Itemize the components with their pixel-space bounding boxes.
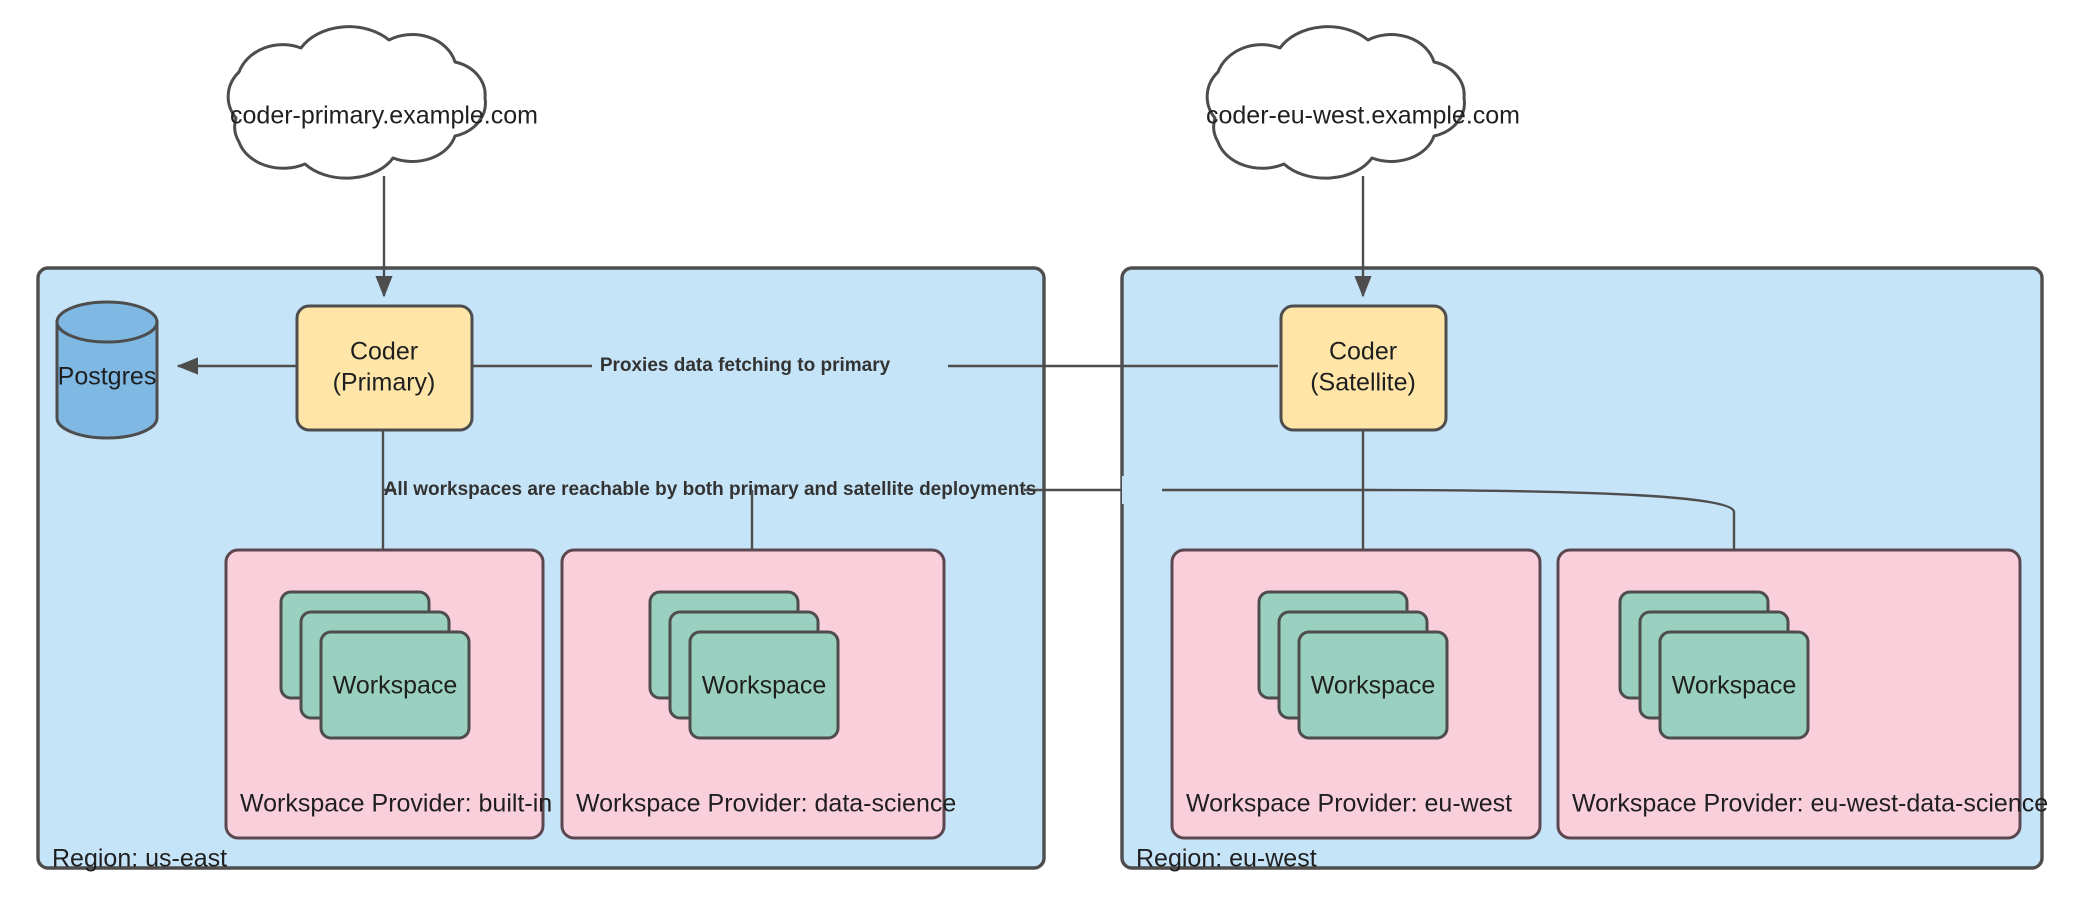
provider-eu-west-data-science: Workspace Workspace Provider: eu-west-da…	[1556, 548, 2048, 840]
workspace-card-front[interactable]	[1297, 630, 1449, 740]
workspace-label: Workspace	[333, 672, 458, 700]
workspace-stack-eu-west: Workspace	[1257, 590, 1449, 740]
edge-all-workspaces-reachable: All workspaces are reachable by both pri…	[383, 476, 1370, 504]
workspace-label: Workspace	[1311, 672, 1436, 700]
edge-proxies-label-bg	[596, 352, 948, 380]
provider-data-science: Workspace Workspace Provider: data-scien…	[560, 548, 956, 840]
workspace-label: Workspace	[1672, 672, 1797, 700]
workspace-card-front[interactable]	[688, 630, 840, 740]
workspace-stack-built-in: Workspace	[279, 590, 471, 740]
edge-bus-to-provider-eu-west-data-science	[1369, 488, 1743, 606]
cloud-primary-label: coder-primary.example.com	[230, 102, 538, 130]
coder-primary-label-line1: Coder	[350, 338, 418, 366]
edge-proxies-label: Proxies data fetching to primary	[600, 355, 891, 376]
coder-satellite-label-line1: Coder	[1329, 338, 1397, 366]
workspace-card-front[interactable]	[1658, 630, 1810, 740]
region-eu-west-label: Region: eu-west	[1136, 845, 1317, 873]
cloud-coder-primary: coder-primary.example.com	[226, 25, 538, 180]
workspace-stack-eu-west-data-science: Workspace	[1618, 590, 1810, 740]
edge-bus-label-bg-gap	[1122, 476, 1162, 504]
postgres-cylinder-body	[55, 320, 159, 440]
provider-built-in: Workspace Workspace Provider: built-in	[224, 548, 552, 840]
cloud-eu-west-shape	[1205, 25, 1466, 180]
coder-primary-node[interactable]: Coder (Primary)	[295, 304, 474, 432]
postgres-label: Postgres	[58, 363, 157, 391]
edge-bus-label-bg-left	[396, 476, 1024, 504]
provider-eu-west-label: Workspace Provider: eu-west	[1186, 790, 1512, 818]
coder-satellite-node[interactable]: Coder (Satellite)	[1279, 304, 1448, 432]
postgres-database: Postgres	[55, 300, 159, 440]
cloud-eu-west-label: coder-eu-west.example.com	[1206, 102, 1520, 130]
workspace-stack-data-science: Workspace	[648, 590, 840, 740]
workspace-label: Workspace	[702, 672, 827, 700]
provider-eu-west-data-science-label: Workspace Provider: eu-west-data-science	[1572, 790, 2048, 818]
edge-bus-label: All workspaces are reachable by both pri…	[384, 479, 1037, 500]
edge-proxies-data-fetching: Proxies data fetching to primary	[472, 352, 1278, 380]
provider-data-science-label: Workspace Provider: data-science	[576, 790, 956, 818]
provider-eu-west: Workspace Workspace Provider: eu-west	[1170, 548, 1542, 840]
region-us-east-label: Region: us-east	[52, 845, 227, 873]
coder-satellite-label-line2: (Satellite)	[1310, 369, 1416, 397]
cloud-primary-shape	[226, 25, 487, 180]
cloud-coder-eu-west: coder-eu-west.example.com	[1205, 25, 1520, 180]
workspace-card-front[interactable]	[319, 630, 471, 740]
provider-built-in-label: Workspace Provider: built-in	[240, 790, 552, 818]
postgres-cylinder-top	[55, 300, 159, 344]
coder-primary-label-line2: (Primary)	[333, 369, 436, 397]
coder-primary-box[interactable]	[295, 304, 474, 432]
